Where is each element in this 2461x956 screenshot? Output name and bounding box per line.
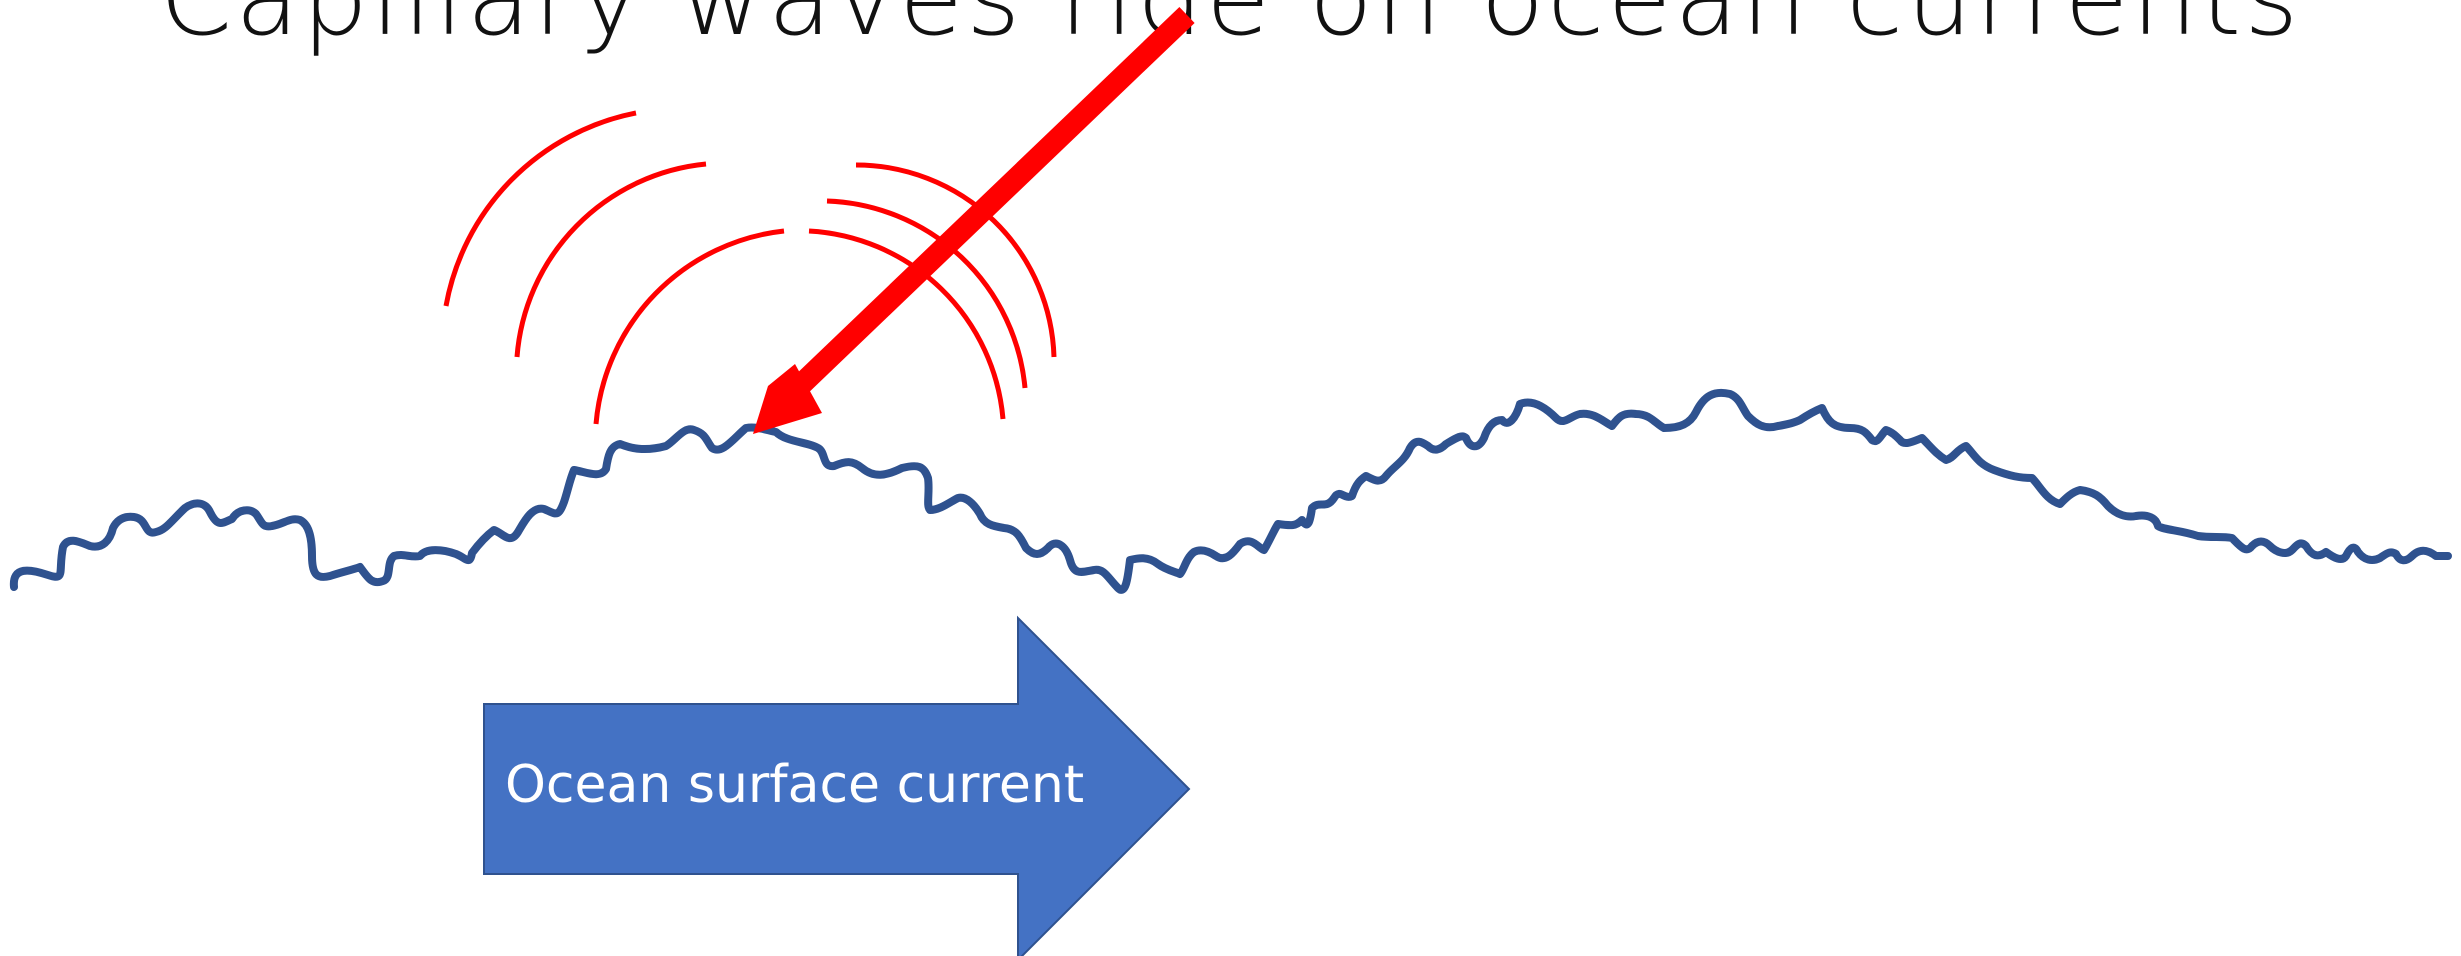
capillary-arc-middle-left xyxy=(514,161,707,358)
pointer-arrow xyxy=(753,7,1195,434)
capillary-arc-middle-right xyxy=(826,198,1028,389)
capillary-wave-arcs xyxy=(443,110,1057,425)
capillary-arc-inner-left xyxy=(593,228,785,425)
pointer-arrow-shaft xyxy=(777,7,1195,408)
ocean-current-label: Ocean surface current xyxy=(505,755,1085,815)
pointer-arrow-head xyxy=(753,364,822,434)
capillary-arc-inner-right xyxy=(808,228,1006,420)
ocean-current-arrow xyxy=(483,615,1191,956)
capillary-arc-outer-left xyxy=(443,110,637,307)
ocean-surface-line xyxy=(9,388,2452,594)
slide-title: Capillary waves ride on ocean currents xyxy=(0,0,2461,58)
capillary-arc-outer-right xyxy=(855,162,1057,358)
